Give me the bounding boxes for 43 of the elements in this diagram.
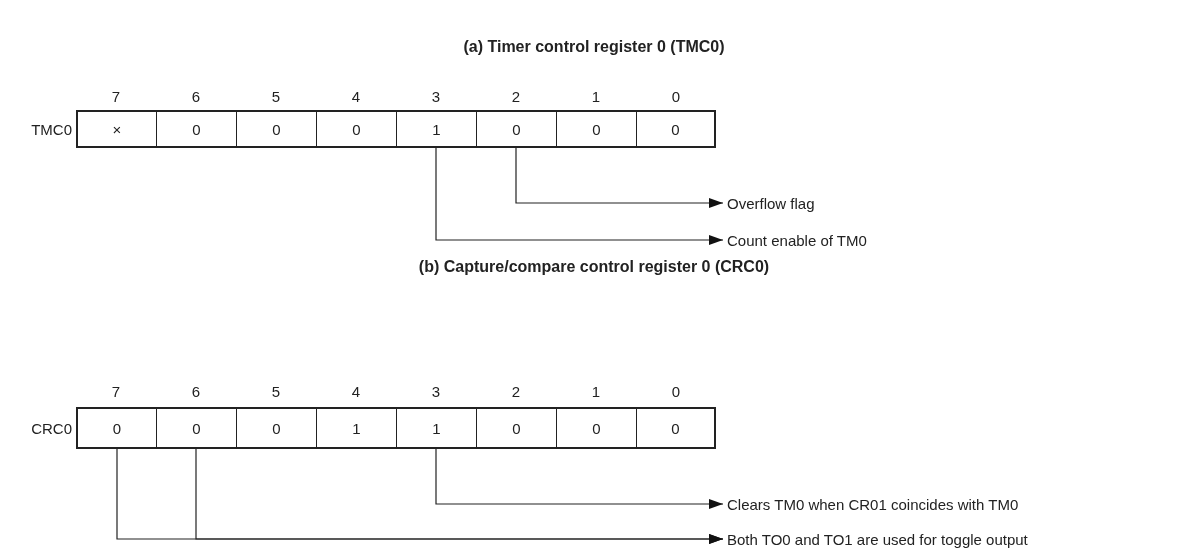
bit-value: 0 — [156, 112, 236, 146]
bit-number: 5 — [270, 88, 282, 105]
bit-value: 0 — [636, 112, 714, 146]
bit-description: Both TO0 and TO1 are used for toggle output — [727, 530, 1028, 548]
bit-value: 0 — [156, 409, 236, 447]
bit-value: 0 — [556, 409, 636, 447]
register-title: (a) Timer control register 0 (TMC0) — [463, 38, 725, 56]
bit-value: 1 — [316, 409, 396, 447]
bit-number: 7 — [110, 88, 122, 105]
bit-number: 1 — [590, 88, 602, 105]
leader-arrow — [435, 145, 724, 245]
bit-number: 2 — [510, 88, 522, 105]
leader-arrow — [435, 446, 724, 509]
bit-description: Clears TM0 when CR01 coincides with TM0 — [727, 495, 1019, 513]
bit-number: 6 — [190, 383, 202, 400]
bit-number: 0 — [670, 383, 682, 400]
bit-value: 0 — [476, 409, 556, 447]
register-name: TMC0 — [31, 120, 72, 138]
register-name: CRC0 — [31, 419, 72, 437]
bit-number: 6 — [190, 88, 202, 105]
register-title: (b) Capture/compare control register 0 (CRC0) — [418, 258, 770, 276]
bit-number: 2 — [510, 383, 522, 400]
bit-value: 0 — [236, 112, 316, 146]
bit-description: Count enable of TM0 — [727, 231, 867, 249]
bit-number: 3 — [430, 383, 442, 400]
bit-number: 7 — [110, 383, 122, 400]
bit-value: 0 — [476, 112, 556, 146]
bit-value: 1 — [396, 409, 476, 447]
bit-value: 1 — [396, 112, 476, 146]
leader-arrow — [515, 145, 724, 208]
bit-number: 0 — [670, 88, 682, 105]
bit-number: 5 — [270, 383, 282, 400]
bit-number: 3 — [430, 88, 442, 105]
bit-value: 0 — [316, 112, 396, 146]
bit-description: Overflow flag — [727, 194, 815, 212]
bit-value: 0 — [236, 409, 316, 447]
bit-number: 4 — [350, 88, 362, 105]
bit-value: 0 — [636, 409, 714, 447]
bit-value: 0 — [556, 112, 636, 146]
bit-number: 4 — [350, 383, 362, 400]
bit-value: × — [78, 112, 156, 146]
bit-value: 0 — [78, 409, 156, 447]
bit-number: 1 — [590, 383, 602, 400]
